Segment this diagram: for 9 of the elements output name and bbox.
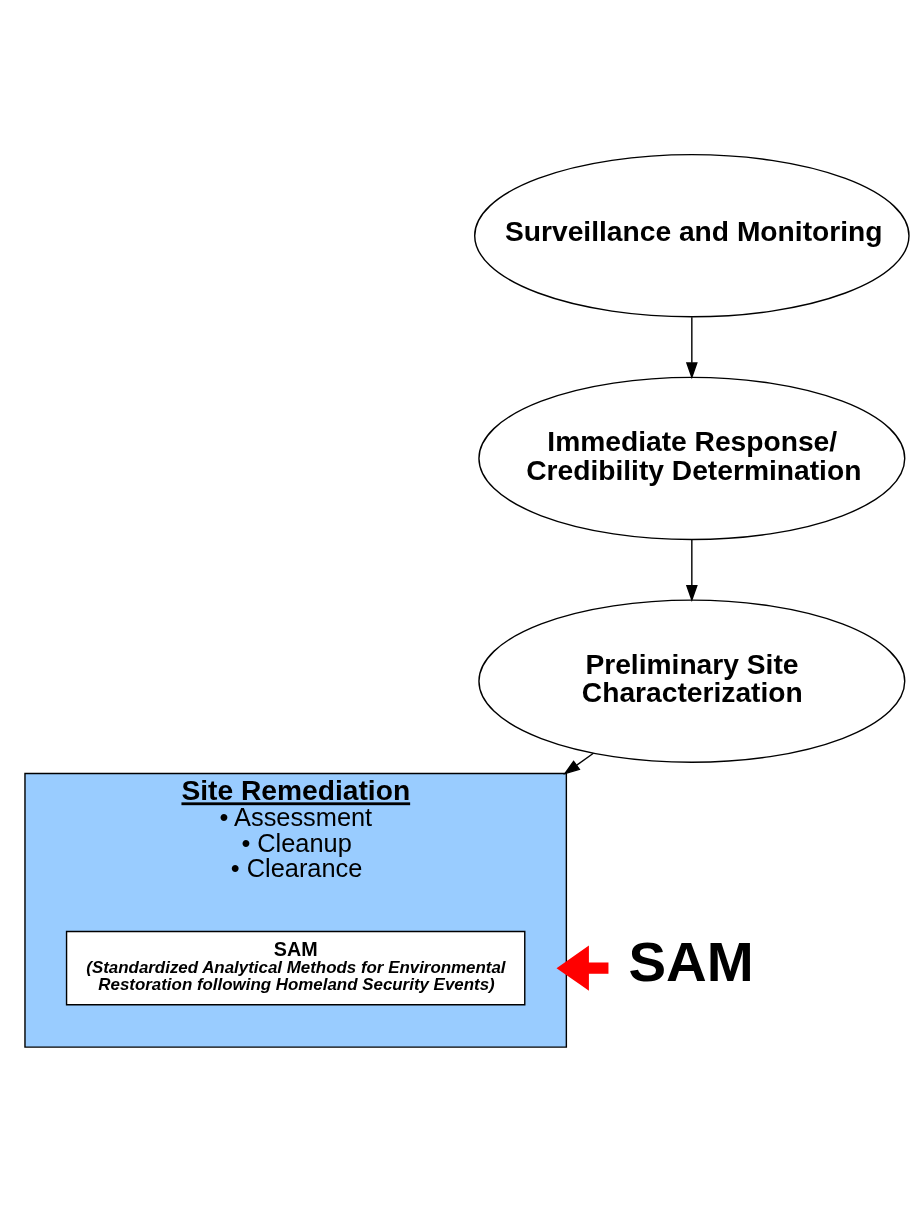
node-ellipse: Surveillance and Monitoring <box>474 153 910 318</box>
node-ellipse: Preliminary Site Characterization <box>478 599 906 763</box>
arrow <box>556 945 609 991</box>
node-text: SAM <box>628 929 754 993</box>
arrow <box>685 539 698 602</box>
arrow <box>685 316 698 380</box>
arrow <box>563 752 595 775</box>
node-box: SAM (Standardized Analytical Methods for Environmental Restoration following Homeland Security Events) <box>65 930 526 1006</box>
node-ellipse: Immediate Response/ Credibility Determination <box>478 376 906 541</box>
